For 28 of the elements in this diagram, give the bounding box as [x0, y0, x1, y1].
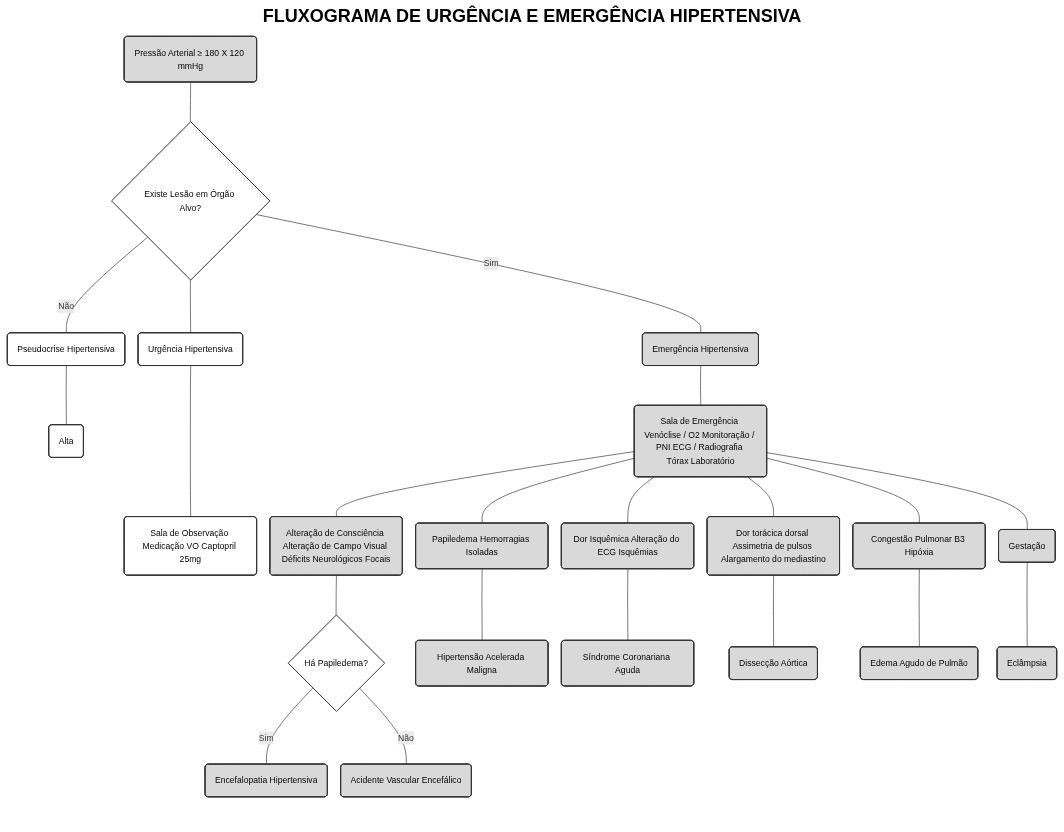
- connector: [190, 82, 192, 123]
- connector: [190, 279, 192, 334]
- node-diamond: Existe Lesão em Órgão Alvo?: [111, 121, 271, 281]
- connector: [66, 236, 148, 334]
- edge-label: Sim: [258, 732, 274, 743]
- connector: [627, 568, 629, 641]
- connector: [766, 457, 920, 524]
- connector: [359, 687, 407, 765]
- connector: [335, 575, 337, 616]
- connector: [255, 214, 702, 334]
- connector: [336, 451, 635, 518]
- connector: [1026, 562, 1028, 648]
- connector: [747, 476, 774, 518]
- edge-label: Não: [58, 301, 74, 312]
- diagram-title: FLUXOGRAMA DE URGÊNCIA E EMERGÊNCIA HIPERTENSIVA: [261, 6, 803, 27]
- connector: [700, 365, 702, 406]
- connector: [481, 568, 483, 641]
- connector: [766, 452, 1028, 531]
- connector: [773, 575, 774, 648]
- connector: [190, 365, 192, 518]
- edge-label: Não: [398, 732, 414, 743]
- connector: [481, 457, 635, 524]
- connector: [266, 687, 314, 765]
- connector: [918, 568, 920, 648]
- connector: [627, 476, 655, 524]
- edge-label: Sim: [483, 258, 499, 268]
- node-diamond: Há Papiledema?: [287, 614, 386, 712]
- connector: [65, 365, 67, 426]
